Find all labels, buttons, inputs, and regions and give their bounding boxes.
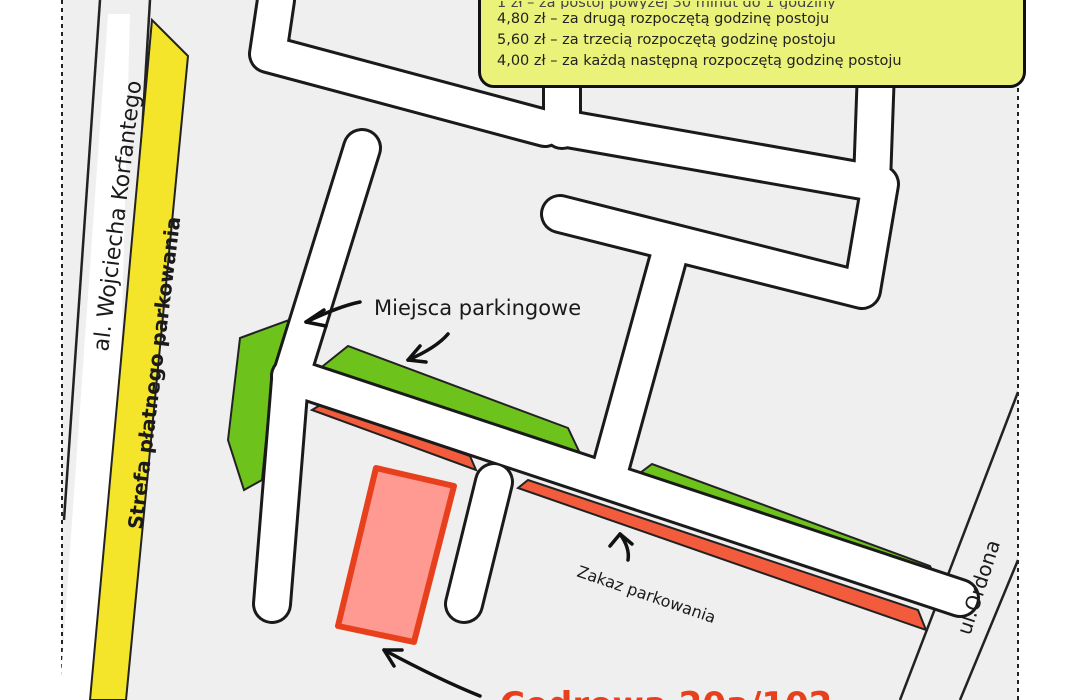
paid-parking-zone [88,17,190,700]
arrows [304,300,634,698]
parking-label: Miejsca parkingowe [374,296,581,320]
korfantego-edge-left [62,0,102,521]
roads [248,0,980,624]
pricing-info-box: 1 zł – za postój powyżej 30 minut do 1 g… [478,0,1026,88]
arrow-parking-center [406,332,450,364]
arrow-no-parking [608,532,634,562]
price-line-4: 4,00 zł – za każdą następną rozpoczętą g… [497,53,902,69]
price-line-1: 1 zł – za postój powyżej 30 minut do 1 g… [497,1,836,9]
building-address-label: Cedrowa 20a/102 [500,685,832,700]
target-building [335,465,457,645]
ordona-edge-left [898,391,1020,700]
ordona-edge-right [958,559,1020,700]
price-line-3: 5,60 zł – za trzecią rozpoczętą godzinę … [497,32,836,48]
no-parking-strip-east [515,478,928,632]
price-line-2: 4,80 zł – za drugą rozpoczętą godzinę po… [497,11,830,27]
arrow-parking-west [304,300,362,328]
arrow-building [382,648,482,698]
